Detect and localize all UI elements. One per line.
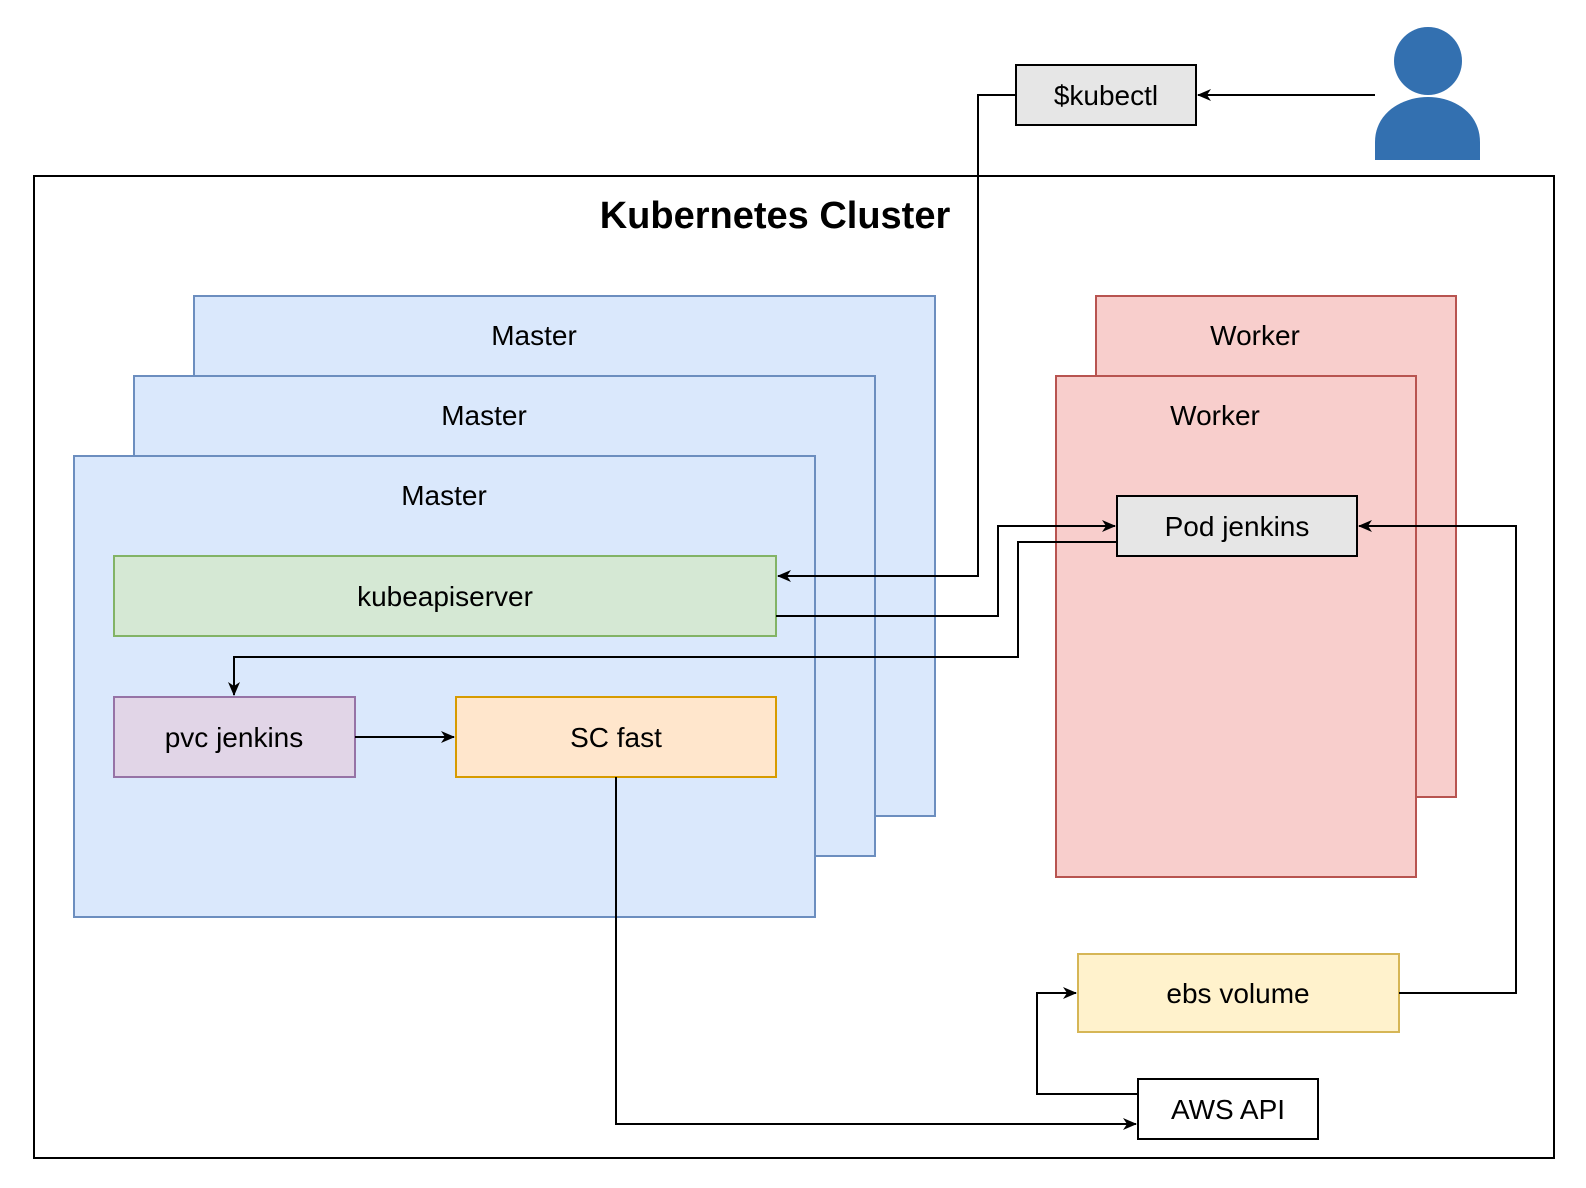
master-node-front-label: Master bbox=[401, 480, 487, 511]
sc-fast-box[interactable]: SC fast bbox=[455, 696, 777, 778]
sc-fast-label: SC fast bbox=[570, 722, 662, 753]
worker-node-front-label: Worker bbox=[1170, 400, 1260, 431]
edge-aws-to-ebs bbox=[1036, 987, 1138, 1095]
edge-pod-to-pvc bbox=[228, 541, 1117, 696]
ebs-volume-label: ebs volume bbox=[1166, 978, 1309, 1009]
master-node-front bbox=[73, 455, 816, 918]
kubectl-box[interactable]: $kubectl bbox=[1015, 64, 1197, 126]
aws-api-label: AWS API bbox=[1171, 1094, 1285, 1125]
worker-node-front bbox=[1055, 375, 1417, 878]
edge-sc-to-aws bbox=[615, 777, 1137, 1130]
edge-kubeapiserver-to-pod bbox=[776, 520, 1116, 617]
edge-ebs-to-pod bbox=[1358, 520, 1517, 994]
master-node-middle-label: Master bbox=[441, 400, 527, 431]
kubeapiserver-label: kubeapiserver bbox=[357, 581, 533, 612]
pod-jenkins-label: Pod jenkins bbox=[1165, 511, 1310, 542]
master-node-back-label: Master bbox=[491, 320, 577, 351]
user-icon bbox=[1375, 27, 1480, 160]
pvc-jenkins-label: pvc jenkins bbox=[165, 722, 304, 753]
cluster-title: Kubernetes Cluster bbox=[600, 195, 951, 237]
pod-jenkins-box[interactable]: Pod jenkins bbox=[1116, 495, 1358, 557]
kubectl-label: $kubectl bbox=[1054, 80, 1158, 111]
worker-node-back-label: Worker bbox=[1210, 320, 1300, 351]
pvc-jenkins-box[interactable]: pvc jenkins bbox=[113, 696, 356, 778]
aws-api-box[interactable]: AWS API bbox=[1137, 1078, 1319, 1140]
cluster-boundary bbox=[33, 175, 1555, 1159]
kubeapiserver-box[interactable]: kubeapiserver bbox=[113, 555, 777, 637]
edge-kubectl-to-kubeapiserver bbox=[777, 94, 1016, 582]
ebs-volume-box[interactable]: ebs volume bbox=[1077, 953, 1400, 1033]
